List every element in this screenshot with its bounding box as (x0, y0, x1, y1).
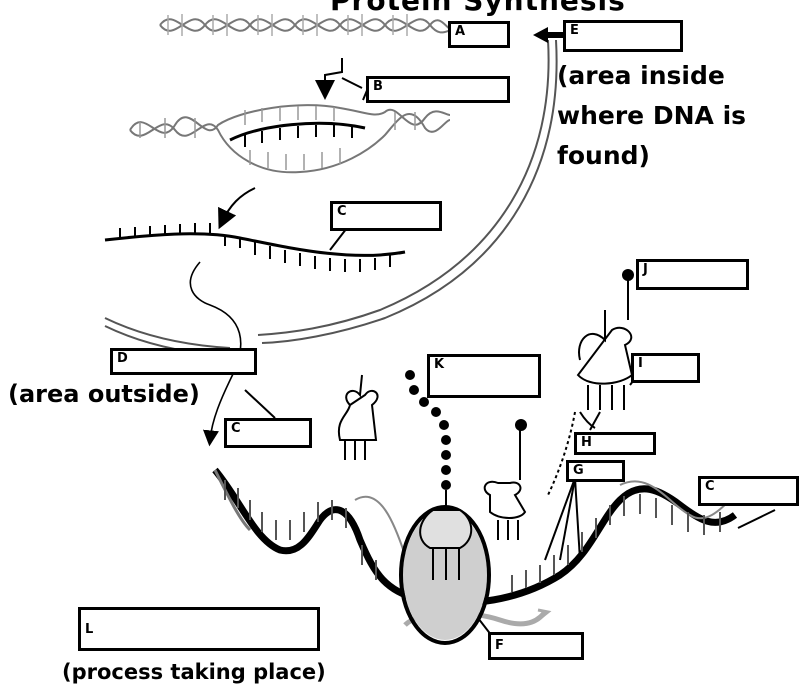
label-box-d[interactable]: D (110, 348, 257, 375)
label-box-a[interactable]: A (448, 21, 510, 48)
dna-double-helix-icon (160, 14, 452, 36)
note-inside-line3: found) (557, 141, 650, 170)
label-box-c-right[interactable]: C (698, 476, 799, 506)
label-c-top: C (337, 204, 347, 219)
label-box-c-top[interactable]: C (330, 201, 442, 231)
label-box-i[interactable]: I (631, 353, 700, 383)
label-box-c-mid[interactable]: C (224, 418, 312, 448)
label-c-mid: C (231, 421, 241, 436)
label-h: H (581, 435, 592, 450)
label-j: J (643, 262, 648, 277)
label-box-k[interactable]: K (427, 354, 541, 398)
note-outside: (area outside) (8, 380, 200, 408)
label-box-b[interactable]: B (366, 76, 510, 103)
label-box-h[interactable]: H (574, 432, 656, 455)
label-b: B (373, 79, 383, 94)
label-f: F (495, 638, 504, 653)
label-box-g[interactable]: G (566, 460, 625, 482)
label-c-right: C (705, 479, 715, 494)
note-inside-line2: where DNA is (557, 101, 746, 130)
note-process: (process taking place) (62, 660, 326, 684)
label-k: K (434, 357, 444, 372)
label-box-e[interactable]: E (563, 20, 683, 52)
label-e: E (570, 23, 579, 38)
note-inside-line1: (area inside (557, 61, 725, 90)
label-box-l[interactable]: L (78, 607, 320, 651)
label-box-f[interactable]: F (488, 632, 584, 660)
title-fragment: Protein Synthesis (330, 0, 626, 17)
label-g: G (573, 463, 584, 478)
label-a: A (455, 24, 465, 39)
label-i: I (638, 356, 643, 371)
label-d: D (117, 351, 128, 366)
label-l: L (85, 622, 93, 637)
trna-molecule-icon (339, 278, 632, 580)
label-box-j[interactable]: J (636, 259, 749, 290)
